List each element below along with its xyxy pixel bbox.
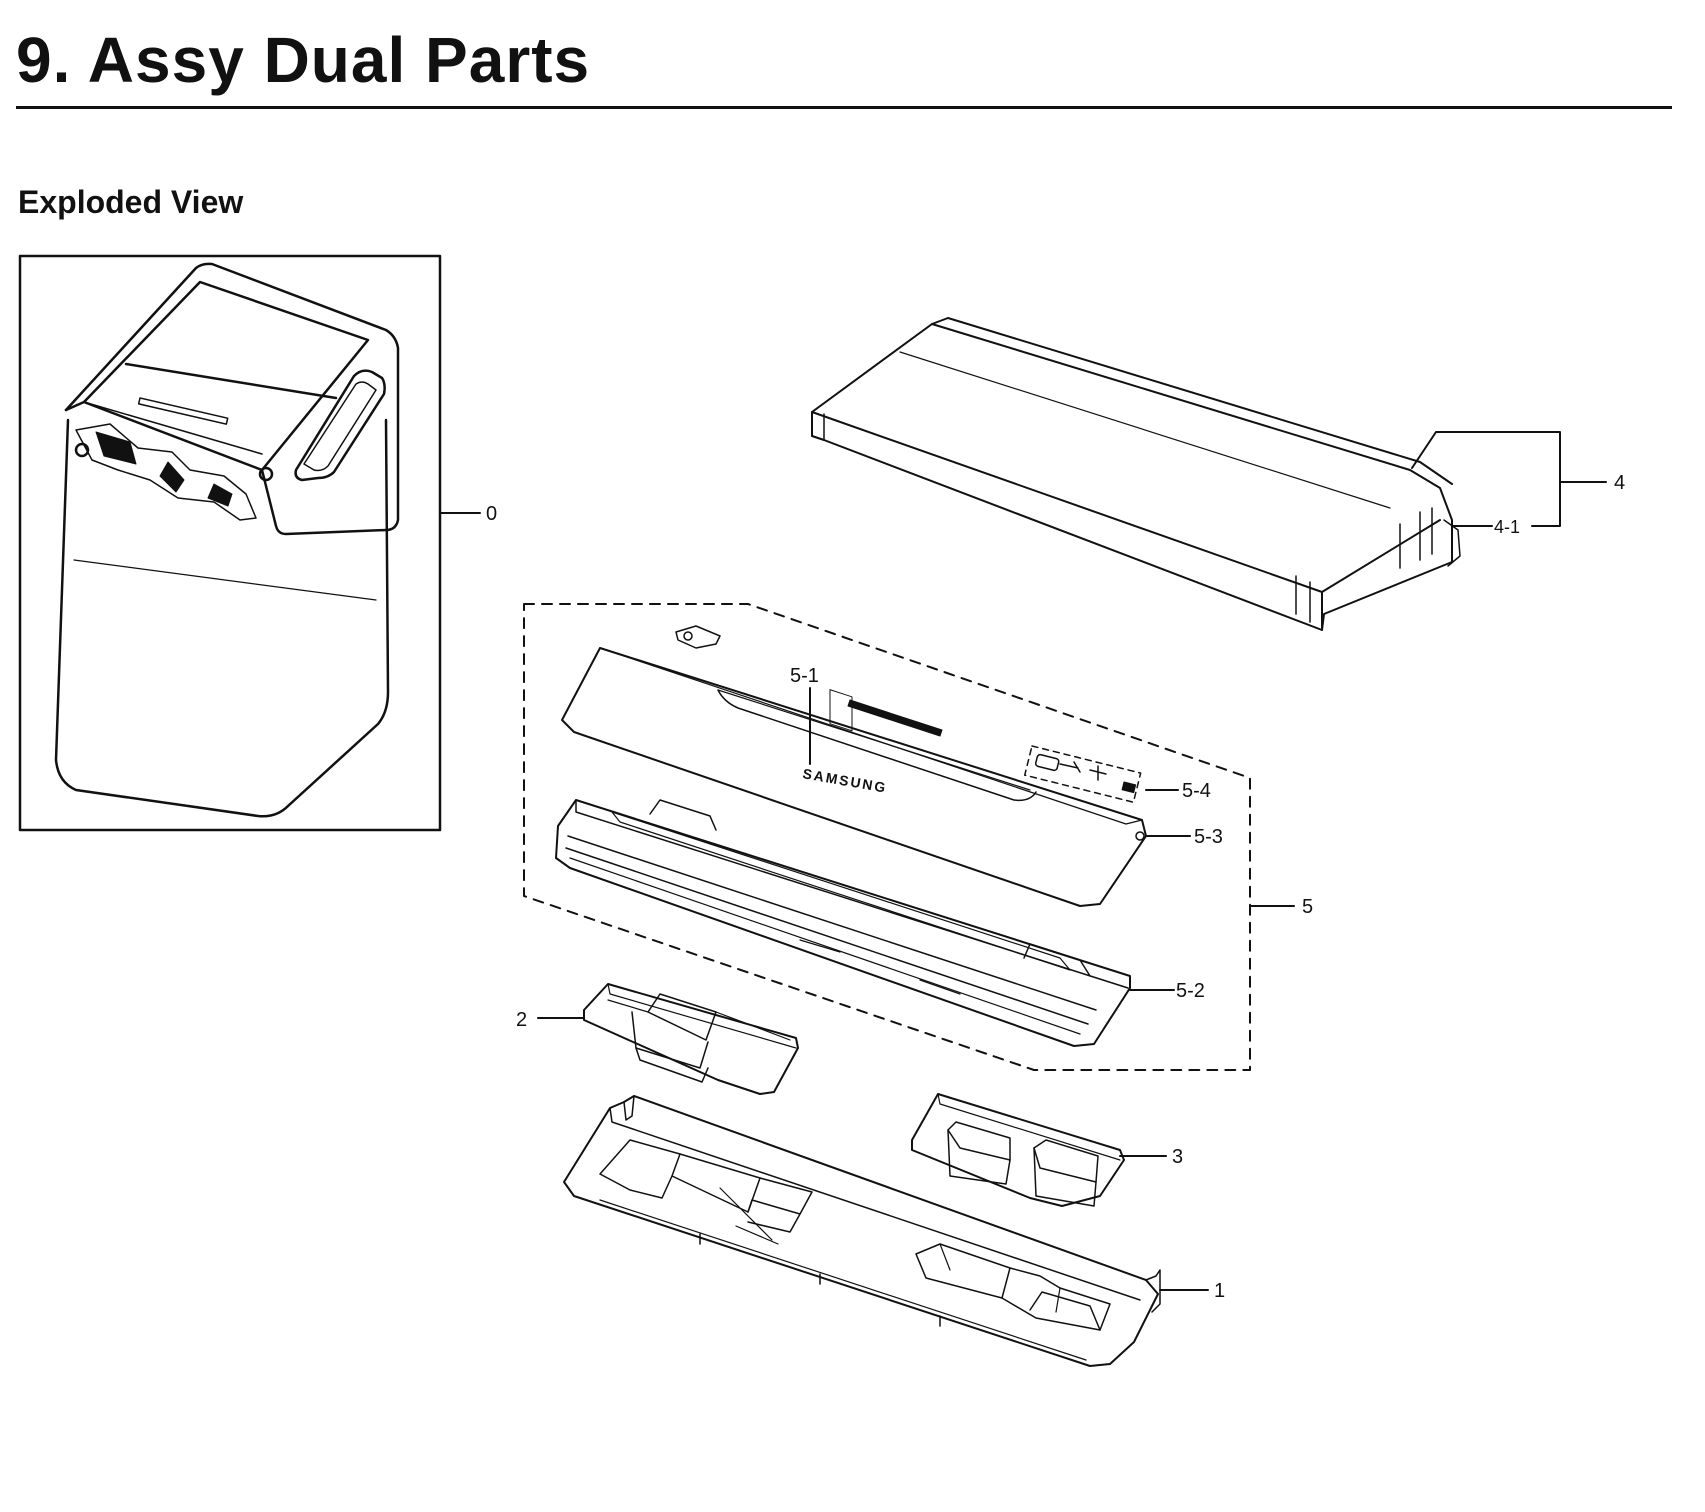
inset-frame [18, 254, 442, 832]
callout-2: 2 [516, 1009, 527, 1031]
callout-5: 5 [1302, 896, 1313, 918]
panel-frame-part-5-2: 5-2 [555, 799, 1205, 1047]
section-subtitle: Exploded View [18, 184, 244, 220]
title-underline [16, 106, 1672, 109]
washer-assembly-part-0 [54, 262, 400, 818]
callout-5-2: 5-2 [1176, 980, 1205, 1002]
samsung-logo-text: SAMSUNG [801, 765, 888, 796]
callout-3: 3 [1172, 1146, 1183, 1168]
callout-4: 4 [1614, 472, 1625, 494]
part-5-4-dashed-box [1023, 745, 1142, 803]
callout-1: 1 [1214, 1280, 1225, 1302]
callout-4-1: 4-1 [1494, 517, 1520, 537]
drawer-tray-part-2: 2 [516, 983, 799, 1095]
top-cover-part-4: 4 4-1 [811, 317, 1625, 732]
callout-5-4: 5-4 [1182, 780, 1211, 802]
assembly-5-boundary [523, 603, 1251, 1071]
leader-bracket-4 [1411, 431, 1561, 527]
control-panel-lid-part-5-3: SAMSUNG 5-1 5-3 [561, 625, 1223, 907]
double-drawer-tray-part-3: 3 [911, 1093, 1183, 1207]
drawer-housing-part-1: 1 [563, 1095, 1225, 1367]
page-title: 9. Assy Dual Parts [16, 24, 591, 96]
washer-overview-inset: 0 [18, 254, 497, 832]
callout-0: 0 [486, 503, 497, 525]
logo-part-5-1: SAMSUNG [801, 765, 888, 796]
callout-5-3: 5-3 [1194, 826, 1223, 848]
callout-5-1: 5-1 [790, 665, 819, 687]
fastener-group-part-5-4: 5-4 [1023, 745, 1211, 803]
